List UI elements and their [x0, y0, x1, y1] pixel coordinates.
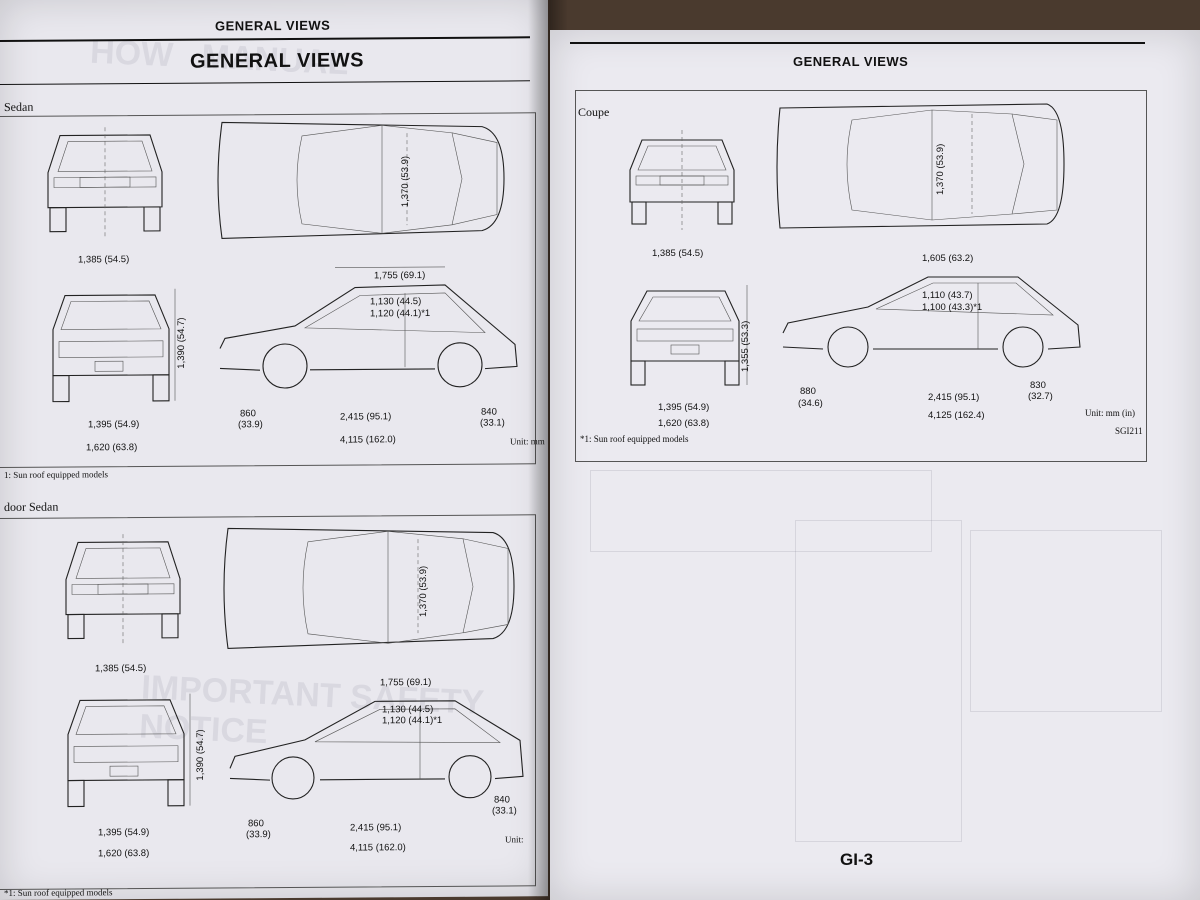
- dim-front-track-top: 1,385 (54.5): [95, 662, 147, 675]
- door-sedan-side-view: [229, 700, 524, 800]
- dim-overall-width: 1,620 (63.8): [98, 847, 150, 860]
- dim-rear-overhang-in: (32.7): [1028, 391, 1053, 402]
- coupe-side-view: [782, 276, 1081, 368]
- dim-overall-length: 4,115 (162.0): [350, 842, 406, 854]
- dim-height-2: 1,120 (44.1)*1: [370, 307, 431, 320]
- footnote: 1: Sun roof equipped models: [4, 469, 108, 480]
- dim-front-overhang: 860: [240, 408, 256, 420]
- door-sedan-top-view: [223, 527, 515, 649]
- footnote: *1: Sun roof equipped models: [4, 887, 113, 898]
- dim-rear-overhang: 840: [481, 406, 497, 418]
- dim-wheelbase: 2,415 (95.1): [350, 822, 402, 834]
- sedan-rear-view: [52, 288, 176, 403]
- running-header: GENERAL VIEWS: [215, 17, 331, 34]
- sedan-front-view: [47, 127, 163, 238]
- figure-code: SGI211: [1115, 426, 1143, 436]
- coupe-front-view: [629, 130, 735, 230]
- coupe-top-view: [776, 103, 1065, 229]
- dim-rear-track: 1,395 (54.9): [98, 826, 150, 839]
- section-label-sedan: Sedan: [4, 99, 34, 114]
- dim-overall-width: 1,620 (63.8): [658, 418, 710, 429]
- dim-length-top: 1,755 (69.1): [380, 676, 432, 689]
- sedan-side-view: [219, 266, 518, 389]
- dim-roof-width: 1,370 (53.9): [400, 155, 411, 208]
- dim-overall-length: 4,115 (162.0): [340, 434, 396, 446]
- running-header: GENERAL VIEWS: [793, 54, 909, 69]
- dim-length-top: 1,605 (63.2): [922, 253, 974, 264]
- dim-length-top: 1,755 (69.1): [374, 270, 426, 282]
- dim-roof-width: 1,370 (53.9): [935, 143, 946, 195]
- header-rule: [570, 42, 1145, 44]
- dim-rear-overhang-in: (33.1): [480, 417, 505, 429]
- coupe-figure-frame: [575, 90, 1147, 462]
- section-label-door-sedan: door Sedan: [4, 499, 59, 514]
- dim-height-1: 1,130 (44.5): [370, 296, 422, 308]
- bleed-through-box: [795, 520, 962, 842]
- dim-front-overhang-in: (33.9): [246, 829, 271, 841]
- dim-rear-overhang: 840: [494, 794, 510, 806]
- page-title: GENERAL VIEWS: [190, 49, 364, 73]
- bleed-through-table: [970, 530, 1162, 712]
- dim-overall-width: 1,620 (63.8): [86, 442, 138, 454]
- dim-front-track-top: 1,385 (54.5): [78, 254, 130, 266]
- section-label-coupe: Coupe: [578, 105, 610, 119]
- sedan-top-view: [217, 121, 505, 240]
- dim-height-1: 1,110 (43.7): [922, 290, 973, 301]
- dim-height-1: 1,130 (44.5): [382, 703, 434, 716]
- dim-wheelbase: 2,415 (95.1): [928, 392, 980, 403]
- dim-front-overhang: 860: [248, 818, 264, 830]
- dim-height-2: 1,120 (44.1)*1: [382, 714, 443, 727]
- footnote: *1: Sun roof equipped models: [580, 434, 689, 444]
- dim-roof-width: 1,370 (53.9): [418, 565, 429, 618]
- coupe-rear-view: [630, 285, 748, 386]
- unit-note: Unit: mm (in): [1085, 408, 1135, 418]
- dim-overall-height: 1,390 (54.7): [195, 729, 206, 781]
- dim-rear-track: 1,395 (54.9): [658, 402, 710, 413]
- bleed-through-table: [590, 470, 932, 552]
- right-page: GENERAL VIEWS Coupe 1,385 (54.5) 1,370 (…: [550, 30, 1200, 900]
- left-page: HOW MANUAL GENERAL VIEWS GENERAL VIEWS S…: [0, 0, 548, 900]
- dim-front-track-top: 1,385 (54.5): [652, 248, 704, 259]
- page-number: GI-3: [840, 850, 874, 869]
- dim-front-overhang-in: (33.9): [238, 419, 263, 431]
- dim-overall-height: 1,355 (53.3): [740, 320, 751, 372]
- dim-overall-length: 4,125 (162.4): [928, 410, 985, 421]
- unit-note: Unit:: [505, 834, 524, 845]
- dim-rear-overhang-in: (33.1): [492, 805, 517, 817]
- dim-rear-track: 1,395 (54.9): [88, 419, 140, 431]
- dim-height-2: 1,100 (43.3)*1: [922, 302, 983, 313]
- dim-rear-overhang: 830: [1030, 380, 1046, 391]
- title-rule: [0, 80, 530, 85]
- dim-front-overhang: 880: [800, 386, 816, 397]
- dim-front-overhang-in: (34.6): [798, 398, 823, 409]
- dim-wheelbase: 2,415 (95.1): [340, 411, 392, 423]
- dim-overall-height: 1,390 (54.7): [176, 317, 187, 369]
- door-sedan-front-view: [65, 534, 181, 645]
- door-sedan-rear-view: [67, 693, 191, 808]
